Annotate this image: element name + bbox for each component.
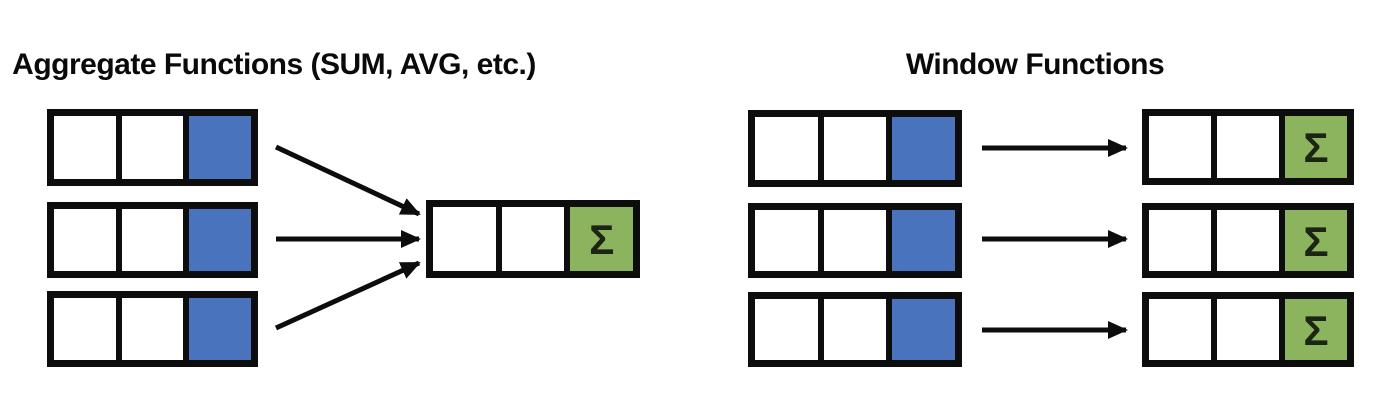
- aggregate-arrow-3: [274, 260, 421, 331]
- table-cell-highlight: [886, 210, 956, 271]
- aggregate-source-row-2: [47, 202, 258, 278]
- window-result-row-3: Σ: [1142, 292, 1354, 367]
- table-cell-plain: [495, 207, 565, 271]
- table-cell-plain: [1211, 299, 1279, 360]
- table-cell-plain: [54, 298, 116, 360]
- table-cell-plain: [817, 117, 887, 180]
- window-source-row-3: [748, 292, 962, 367]
- table-cell-plain: [755, 210, 818, 271]
- aggregate-source-row-1: [47, 109, 258, 186]
- table-cell-highlight: [183, 116, 252, 179]
- table-cell-plain: [1211, 210, 1279, 271]
- table-cell-plain: [115, 298, 184, 360]
- window-result-row-2: Σ: [1142, 203, 1354, 278]
- table-cell-sigma: Σ: [564, 207, 634, 271]
- aggregate-arrow-1: [274, 144, 421, 217]
- table-cell-highlight: [886, 117, 956, 180]
- table-cell-sigma: Σ: [1279, 116, 1347, 178]
- table-cell-plain: [54, 116, 116, 179]
- window-source-row-2: [748, 203, 962, 278]
- window-source-row-1: [748, 110, 962, 187]
- aggregate-result-row: Σ: [426, 200, 640, 278]
- table-cell-plain: [115, 209, 184, 271]
- table-cell-sigma: Σ: [1279, 299, 1347, 360]
- aggregate-functions-title: Aggregate Functions (SUM, AVG, etc.): [12, 48, 536, 81]
- table-cell-plain: [1149, 116, 1211, 178]
- window-functions-title: Window Functions: [905, 48, 1165, 81]
- table-cell-plain: [1149, 210, 1211, 271]
- table-cell-plain: [755, 299, 818, 360]
- table-cell-sigma: Σ: [1279, 210, 1347, 271]
- table-cell-plain: [54, 209, 116, 271]
- table-cell-plain: [817, 299, 887, 360]
- aggregate-source-row-3: [47, 291, 258, 367]
- table-cell-plain: [817, 210, 887, 271]
- window-result-row-1: Σ: [1142, 109, 1354, 185]
- table-cell-plain: [755, 117, 818, 180]
- table-cell-plain: [1149, 299, 1211, 360]
- table-cell-highlight: [886, 299, 956, 360]
- table-cell-highlight: [183, 209, 252, 271]
- table-cell-plain: [433, 207, 496, 271]
- table-cell-highlight: [183, 298, 252, 360]
- table-cell-plain: [115, 116, 184, 179]
- table-cell-plain: [1211, 116, 1279, 178]
